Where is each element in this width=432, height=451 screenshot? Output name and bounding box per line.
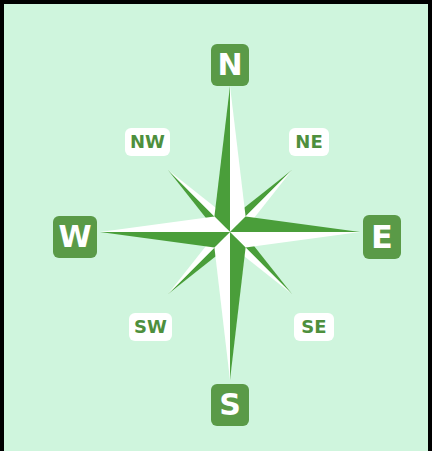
star-point bbox=[230, 86, 246, 232]
cardinal-box: N bbox=[211, 44, 249, 86]
star-point bbox=[214, 232, 230, 380]
star-point bbox=[100, 232, 230, 248]
cardinal-box: E bbox=[363, 215, 401, 259]
star-point bbox=[230, 232, 360, 248]
direction-label: SE bbox=[301, 318, 326, 336]
direction-label: SW bbox=[134, 318, 167, 336]
direction-label: W bbox=[58, 222, 91, 252]
intercardinal-box: NW bbox=[125, 128, 170, 156]
star-point bbox=[230, 216, 360, 232]
star-point bbox=[100, 216, 230, 232]
direction-label: S bbox=[219, 390, 241, 420]
star-point bbox=[230, 232, 246, 380]
intercardinal-box: SE bbox=[294, 313, 334, 341]
cardinal-box: W bbox=[53, 216, 97, 258]
direction-label: E bbox=[371, 221, 393, 253]
direction-label: N bbox=[217, 50, 242, 80]
direction-label: NE bbox=[295, 133, 322, 151]
intercardinal-box: NE bbox=[289, 128, 329, 156]
intercardinal-box: SW bbox=[129, 313, 172, 341]
direction-label: NW bbox=[130, 133, 165, 151]
star-point bbox=[214, 86, 230, 232]
cardinal-box: S bbox=[211, 384, 249, 426]
